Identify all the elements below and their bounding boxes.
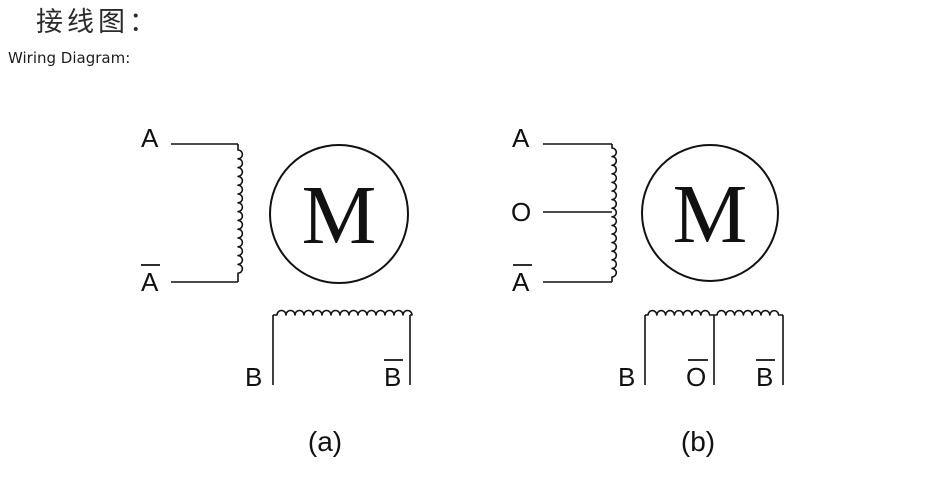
diagram-a-motor-circle (269, 144, 409, 284)
title-english: Wiring Diagram: (8, 49, 131, 67)
diagram-a-terminal-b: B (245, 362, 262, 392)
diagram-a-terminal-b-bar: B (384, 362, 401, 392)
diagram-b-coil-b-left (645, 309, 714, 316)
diagram-a-coil-a (237, 144, 244, 282)
diagram-a-coil-b (273, 309, 413, 316)
diagram-b-terminal-o: O (511, 197, 531, 227)
diagram-b: A O A M B O B (b) (511, 123, 784, 457)
diagram-b-terminal-b-bar: B (756, 362, 773, 392)
diagram-b-terminal-o-bar: O (686, 362, 706, 392)
diagram-b-motor-label: M (673, 168, 748, 261)
diagram-a-terminal-a: A (141, 123, 159, 153)
diagram-b-coil-b-right (714, 309, 783, 316)
diagram-b-terminal-b: B (618, 362, 635, 392)
diagram-a-terminal-a-bar: A (141, 267, 159, 297)
diagram-a: A A M B B (a) (141, 123, 413, 457)
diagram-b-motor-circle (641, 144, 779, 282)
diagram-b-caption: (b) (681, 426, 715, 457)
diagram-b-coil-a (611, 144, 618, 282)
diagram-a-caption: (a) (308, 426, 342, 457)
diagram-b-terminal-a: A (512, 123, 530, 153)
title-chinese: 接线图： (36, 7, 160, 38)
diagram-a-motor-label: M (302, 169, 377, 262)
diagram-b-terminal-a-bar: A (512, 267, 530, 297)
